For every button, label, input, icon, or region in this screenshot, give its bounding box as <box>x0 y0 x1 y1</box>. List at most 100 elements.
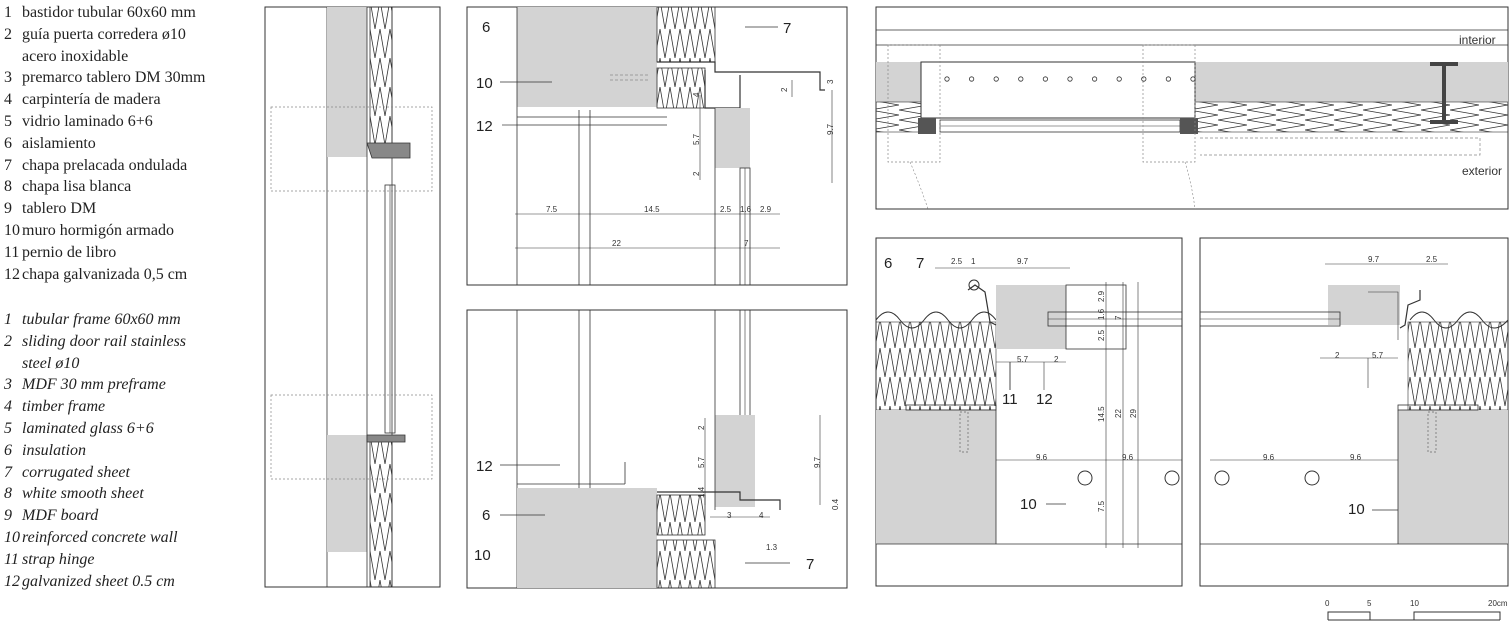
scale-tick-label: 5 <box>1367 599 1372 608</box>
scale-tick-label: 10 <box>1410 599 1419 608</box>
dimension-label: 2 <box>780 87 789 92</box>
legend-es-number: 9 <box>4 200 12 218</box>
bolt-hole-icon <box>1165 76 1172 82</box>
dimension-label: 2 <box>1335 351 1340 360</box>
legend-es-number: 2 <box>4 25 12 43</box>
dimension-label: 22 <box>612 239 621 248</box>
legend-en-number: 3 <box>4 376 12 394</box>
callout-label: 10 <box>474 547 491 564</box>
legend-en-text: MDF board <box>22 507 99 525</box>
legend-en-number: 5 <box>4 420 12 437</box>
leader-lines <box>500 26 1398 564</box>
bolt-hole-icon <box>993 76 999 82</box>
callout-label: 7 <box>916 255 924 272</box>
vertical-section-panel <box>264 6 441 588</box>
callout-label: 12 <box>476 458 493 475</box>
legend-es-text: tablero DM <box>22 200 97 218</box>
legend-en-text: reinforced concrete wall <box>22 529 178 546</box>
legend-es-item: 9 tablero DM <box>0 200 96 218</box>
legend-es-number: 12 <box>4 265 20 283</box>
legend-es-text: chapa galvanizada 0,5 cm <box>22 265 188 283</box>
bolt-hole-icon <box>944 76 950 82</box>
legend-es-text: chapa lisa blanca <box>22 178 132 196</box>
bolt-hole-icon <box>968 76 975 82</box>
scale-tick-label: 0 <box>1325 599 1330 608</box>
dimension-label: 2.5 <box>1426 255 1438 264</box>
legend-es-number: 11 <box>4 243 20 261</box>
callout-label: 6 <box>884 255 892 272</box>
dimension-label: 9.7 <box>813 456 822 468</box>
interior-label: interior <box>1459 33 1496 47</box>
dimension-label: 7.5 <box>1097 500 1106 512</box>
legend-es-item: 7 chapa prelacada ondulada <box>0 157 187 175</box>
dimension-label: 1 <box>971 257 976 266</box>
dimension-label: 2 <box>697 425 706 430</box>
dimension-label: 9.7 <box>1368 255 1380 264</box>
legend-en-text: corrugated sheet <box>22 463 130 481</box>
legend-en-number: 12 <box>4 572 20 590</box>
dimension-label: 2.5 <box>1097 329 1106 341</box>
legend-es-text: chapa prelacada ondulada <box>22 156 188 174</box>
legend-en-number: 10 <box>4 529 20 546</box>
bolt-hole-icon <box>1018 76 1024 82</box>
legend-es-number: 6 <box>4 134 12 152</box>
bolt-hole-icon <box>1042 76 1049 82</box>
legend-es-item: 1 bastidor tubular 60x60 mm <box>0 4 196 22</box>
legend-es-text: carpintería de madera <box>22 91 161 109</box>
plan-detail-left-panel <box>875 237 1183 587</box>
legend-es-text: acero inoxidable <box>22 47 129 65</box>
bolt-hole-icon <box>1190 76 1196 82</box>
legend-es-text: premarco tablero DM 30mm <box>22 69 206 87</box>
callout-label: 6 <box>482 507 490 524</box>
callout-label: 10 <box>476 75 493 92</box>
legend-en-text: insulation <box>22 441 87 459</box>
callout-label: 10 <box>1348 501 1365 518</box>
legend-es-item: 6 aislamiento <box>0 135 96 153</box>
legend-es-number: 1 <box>4 4 12 21</box>
dimension-label: 2.5 <box>951 257 963 266</box>
bolt-hole-icon <box>1141 76 1147 82</box>
callout-label: 12 <box>476 118 493 135</box>
dimension-label: 2.5 <box>720 205 732 214</box>
callout-label: 10 <box>1020 496 1037 513</box>
legend-en-item: 3 MDF 30 mm preframe <box>0 376 166 394</box>
plan-detail-right-panel <box>1199 237 1509 587</box>
dimension-label: 14.5 <box>644 205 660 214</box>
legend-es-text: aislamiento <box>22 134 96 152</box>
legend-es-item: 2 guía puerta corredera ø10 <box>0 26 186 44</box>
top-detail-panel <box>466 6 848 286</box>
exterior-label: exterior <box>1462 164 1502 178</box>
dimension-label: 9.7 <box>826 123 835 135</box>
legend-en-text: strap hinge <box>22 550 95 568</box>
legend-es-number: 7 <box>4 156 12 174</box>
legend-es-text: bastidor tubular 60x60 mm <box>22 4 196 21</box>
dimension-label: 1.3 <box>766 543 778 552</box>
dimension-label: 2.9 <box>1097 290 1106 302</box>
dimension-label: 2 <box>1054 355 1059 364</box>
legend-es-number: 10 <box>4 222 20 239</box>
legend-en-text: steel ø10 <box>22 354 80 372</box>
legend-es-text: guía puerta corredera ø10 <box>22 25 186 43</box>
dimension-label: 9.6 <box>1263 453 1275 462</box>
legend-en-number: 2 <box>4 332 12 350</box>
dimension-label: 7 <box>744 239 749 248</box>
bolt-hole-icon <box>1116 76 1122 82</box>
dimension-label: 9.6 <box>1122 453 1134 462</box>
legend-en-number: 1 <box>4 311 12 328</box>
legend-en-text: white smooth sheet <box>22 485 144 503</box>
legend-en-text: MDF 30 mm preframe <box>22 376 166 394</box>
callout-label: 11 <box>1002 391 1018 408</box>
dimension-label: 2 <box>692 171 701 176</box>
